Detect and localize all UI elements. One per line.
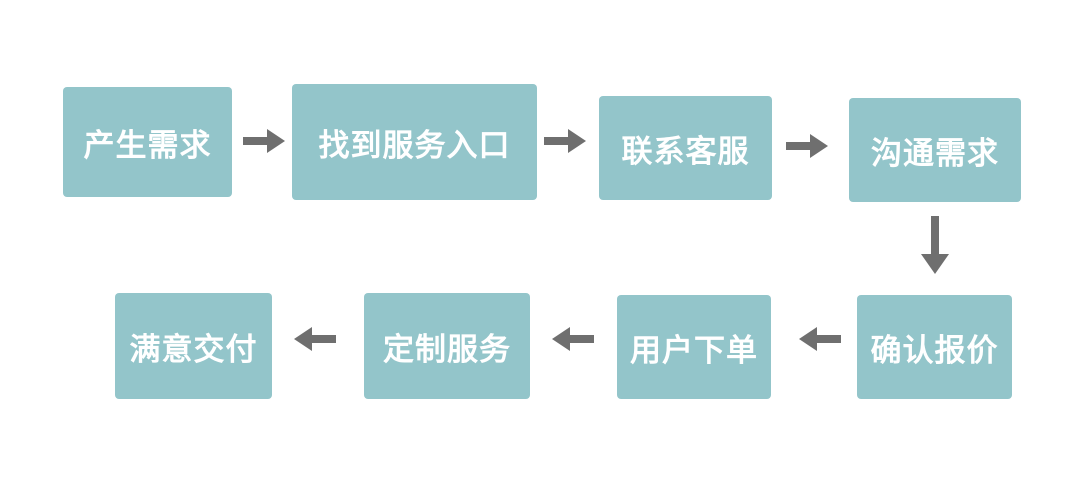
arrow-right-icon — [243, 126, 287, 156]
step-box-3: 联系客服 — [599, 96, 772, 200]
arrow-down-icon — [918, 216, 952, 276]
arrow-left-icon — [797, 324, 841, 354]
arrow-right-icon — [544, 126, 588, 156]
step-box-7: 定制服务 — [364, 293, 530, 399]
step-box-6: 用户下单 — [617, 295, 771, 399]
step-box-8: 满意交付 — [115, 293, 272, 399]
step-box-2: 找到服务入口 — [292, 84, 537, 200]
arrow-left-icon — [292, 324, 336, 354]
arrow-left-icon — [550, 324, 594, 354]
step-box-1: 产生需求 — [63, 87, 232, 197]
arrow-right-icon — [786, 131, 830, 161]
step-box-5: 确认报价 — [857, 295, 1012, 399]
step-box-4: 沟通需求 — [849, 98, 1021, 202]
